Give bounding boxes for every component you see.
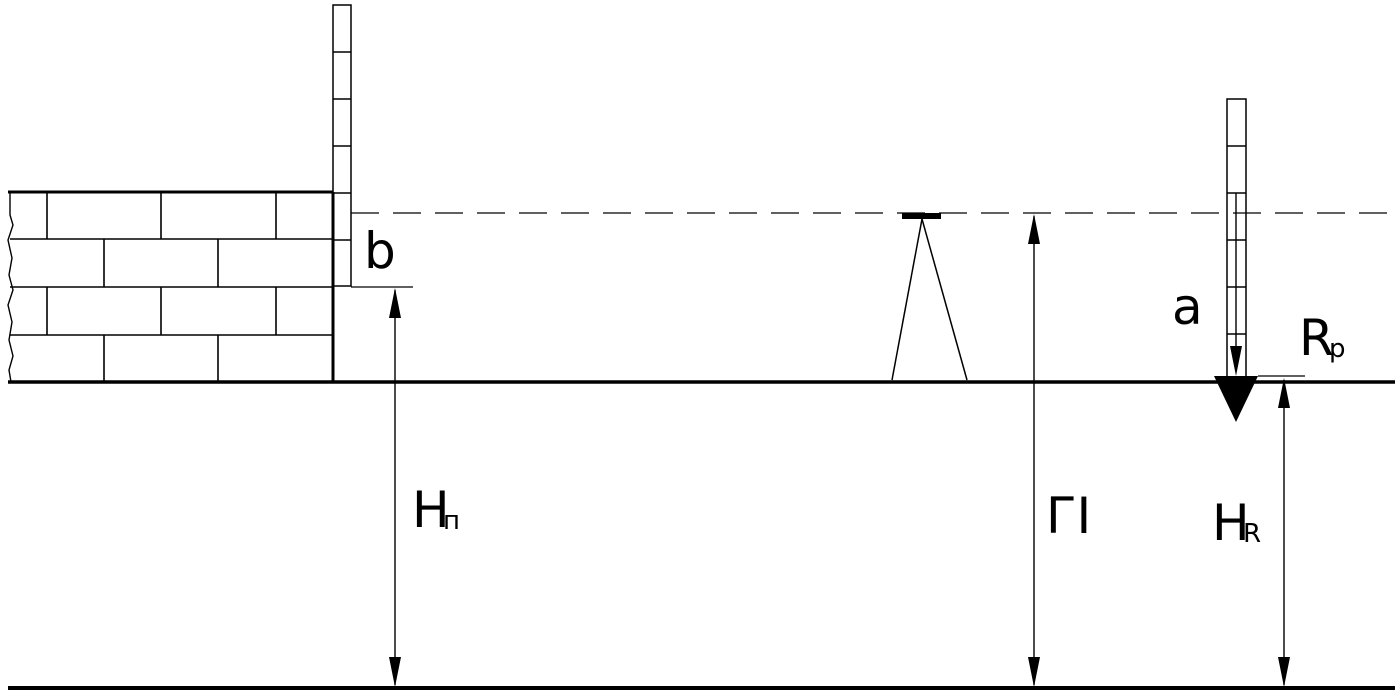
label-hn: H	[412, 481, 450, 539]
left-leveling-staff	[332, 4, 352, 287]
tripod-icon	[891, 213, 968, 381]
label-rp: R	[1299, 309, 1334, 367]
label-rp-sub: p	[1329, 334, 1346, 364]
label-gi: ГI	[1046, 487, 1091, 545]
dimension-a	[1230, 193, 1242, 376]
label-a: a	[1172, 278, 1203, 336]
dimension-hr	[1278, 378, 1290, 687]
dimension-hn	[389, 288, 401, 687]
label-hn-sub: п	[443, 506, 460, 536]
dimension-gi	[1028, 214, 1040, 687]
triangle-down-icon	[1214, 376, 1258, 422]
label-hr: H	[1212, 494, 1250, 552]
brick-wall	[7, 190, 335, 383]
label-b: b	[364, 222, 396, 280]
brick-courses	[10, 192, 333, 382]
wall-broken-edge	[7, 192, 14, 383]
label-hr-sub: R	[1243, 519, 1261, 549]
